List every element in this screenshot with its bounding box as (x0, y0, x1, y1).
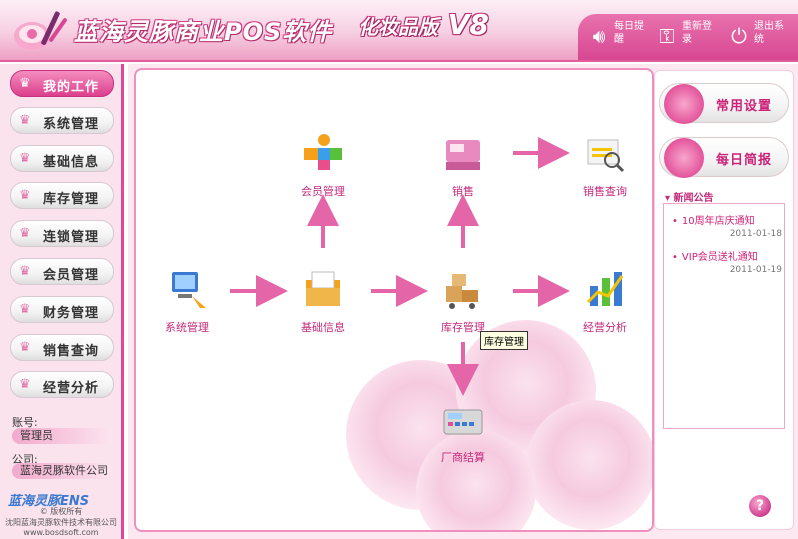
workflow-arrows (230, 137, 570, 396)
crown-icon: ♛ (19, 151, 31, 166)
copyright-text: © 版权所有 (39, 507, 83, 516)
news-header: ▾ 新闻公告 (665, 189, 714, 204)
workflow-panel: 会员管理 销售 销售查询 系统管理 (134, 68, 654, 532)
sidebar-item-label: 会员管理 (43, 268, 100, 283)
power-icon: ⏻ (731, 24, 747, 48)
right-panel: 常用设置 每日简报 ▾ 新闻公告 10周年店庆通知 2011-01-18 VIP… (654, 70, 794, 530)
edition-label: 化妆品版 (358, 15, 438, 39)
brand-logo: 蓝海灵豚ENS (8, 494, 90, 509)
node-label: 基础信息 (301, 321, 345, 334)
news-item[interactable]: VIP会员送礼通知 2011-01-19 (672, 248, 782, 275)
node-label: 库存管理 (441, 321, 485, 334)
folder-icon (306, 271, 340, 306)
key-icon: ⚿ (659, 24, 675, 48)
sidebar-item-chain[interactable]: ♛ 连锁管理 (10, 220, 114, 247)
exit-label: 退出系统 (754, 21, 784, 45)
gear-icon (664, 84, 704, 124)
common-settings-button[interactable]: 常用设置 (659, 83, 789, 124)
sidebar-item-label: 库存管理 (43, 192, 100, 207)
node-sales-query[interactable]: 销售查询 (560, 130, 650, 199)
sidebar-item-label: 基础信息 (43, 155, 100, 170)
speaker-icon: 🔊︎ (592, 24, 606, 48)
company-full-name: 沈阳蓝海灵豚软件技术有限公司 (5, 518, 117, 527)
crown-icon: ♛ (19, 76, 31, 91)
company-value: 蓝海灵豚软件公司 (12, 463, 112, 479)
header-actions: 🔊︎ 每日提醒 ⚿ 重新登录 ⏻ 退出系统 (578, 14, 798, 60)
sidebar-item-label: 连锁管理 (43, 230, 100, 245)
news-title: VIP会员送礼通知 (672, 248, 782, 263)
node-inventory-management[interactable]: 库存管理 (418, 266, 508, 335)
sidebar-item-analysis[interactable]: ♛ 经营分析 (10, 371, 114, 398)
node-basic-info[interactable]: 基础信息 (278, 266, 368, 335)
account-label: 账号: (12, 416, 38, 429)
sidebar-item-member[interactable]: ♛ 会员管理 (10, 258, 114, 285)
sidebar-item-label: 我的工作 (43, 80, 100, 95)
news-title: 10周年店庆通知 (672, 212, 782, 227)
newspaper-icon (664, 138, 704, 178)
node-label: 系统管理 (165, 321, 209, 334)
rose-decoration (416, 430, 536, 530)
node-sales[interactable]: 销售 (418, 130, 508, 199)
sidebar-item-label: 系统管理 (43, 117, 100, 132)
node-label: 经营分析 (583, 321, 627, 334)
daily-reminder-button[interactable]: 🔊︎ 每日提醒 (588, 20, 648, 56)
crown-icon: ♛ (19, 340, 31, 355)
inventory-tooltip: 库存管理 (480, 331, 528, 350)
node-label: 会员管理 (301, 185, 345, 198)
relogin-label: 重新登录 (682, 21, 712, 45)
version-label: V8 (447, 8, 489, 41)
crown-icon: ♛ (19, 264, 31, 279)
node-member-management[interactable]: 会员管理 (278, 130, 368, 199)
account-value: 管理员 (12, 428, 112, 444)
sidebar-item-sales-query[interactable]: ♛ 销售查询 (10, 334, 114, 361)
relogin-button[interactable]: ⚿ 重新登录 (656, 20, 720, 56)
daily-reminder-label: 每日提醒 (614, 21, 644, 45)
app-header: 蓝海灵豚商业POS软件 化妆品版 V8 🔊︎ 每日提醒 ⚿ 重新登录 ⏻ 退出系… (0, 0, 798, 62)
sidebar-item-label: 财务管理 (43, 306, 100, 321)
daily-report-button[interactable]: 每日简报 (659, 137, 789, 178)
cosmetics-logo-icon (14, 11, 67, 50)
computer-icon (172, 272, 206, 308)
node-system-management[interactable]: 系统管理 (142, 266, 232, 335)
app-title: 蓝海灵豚商业POS软件 (74, 18, 333, 46)
exit-button[interactable]: ⏻ 退出系统 (728, 20, 790, 56)
crown-icon: ♛ (19, 302, 31, 317)
news-header-label: 新闻公告 (673, 193, 714, 204)
node-label: 销售查询 (583, 185, 627, 198)
node-business-analysis[interactable]: 经营分析 (560, 266, 650, 335)
sidebar-item-basic-info[interactable]: ♛ 基础信息 (10, 145, 114, 172)
magnifier-document-icon (587, 139, 625, 173)
chart-icon (586, 272, 624, 306)
node-label: 厂商结算 (441, 451, 485, 464)
sidebar-item-inventory[interactable]: ♛ 库存管理 (10, 182, 114, 209)
rose-decoration (526, 400, 652, 530)
crown-icon: ♛ (19, 226, 31, 241)
app-edition: 化妆品版 V8 (358, 8, 489, 41)
calculator-icon (443, 409, 483, 435)
crown-icon: ♛ (19, 188, 31, 203)
news-date: 2011-01-19 (729, 265, 782, 275)
member-puzzle-icon (304, 134, 342, 170)
sidebar-item-my-work[interactable]: ♛ 我的工作 (10, 70, 114, 97)
node-label: 销售 (452, 185, 474, 198)
news-item[interactable]: 10周年店庆通知 2011-01-18 (672, 212, 782, 239)
triangle-down-icon: ▾ (665, 193, 674, 204)
company-label: 公司: (12, 453, 38, 466)
left-sidebar: ♛ 我的工作 ♛ 系统管理 ♛ 基础信息 ♛ 库存管理 ♛ 连锁管理 ♛ 会员管… (0, 64, 124, 539)
sidebar-item-system[interactable]: ♛ 系统管理 (10, 107, 114, 134)
news-list: 10周年店庆通知 2011-01-18 VIP会员送礼通知 2011-01-19 (663, 203, 785, 429)
sidebar-item-label: 销售查询 (43, 344, 100, 359)
crown-icon: ♛ (19, 377, 31, 392)
website-text: www.bosdsoft.com (23, 528, 99, 537)
common-settings-label: 常用设置 (716, 99, 773, 114)
sidebar-item-label: 经营分析 (43, 381, 100, 396)
sidebar-item-finance[interactable]: ♛ 财务管理 (10, 296, 114, 323)
cash-register-icon (446, 140, 480, 170)
crown-icon: ♛ (19, 113, 31, 128)
node-vendor-settlement[interactable]: 厂商结算 (418, 396, 508, 465)
boxes-icon (446, 274, 478, 309)
daily-report-label: 每日简报 (716, 153, 773, 168)
news-date: 2011-01-18 (729, 229, 782, 239)
help-button[interactable]: ? (749, 495, 771, 517)
